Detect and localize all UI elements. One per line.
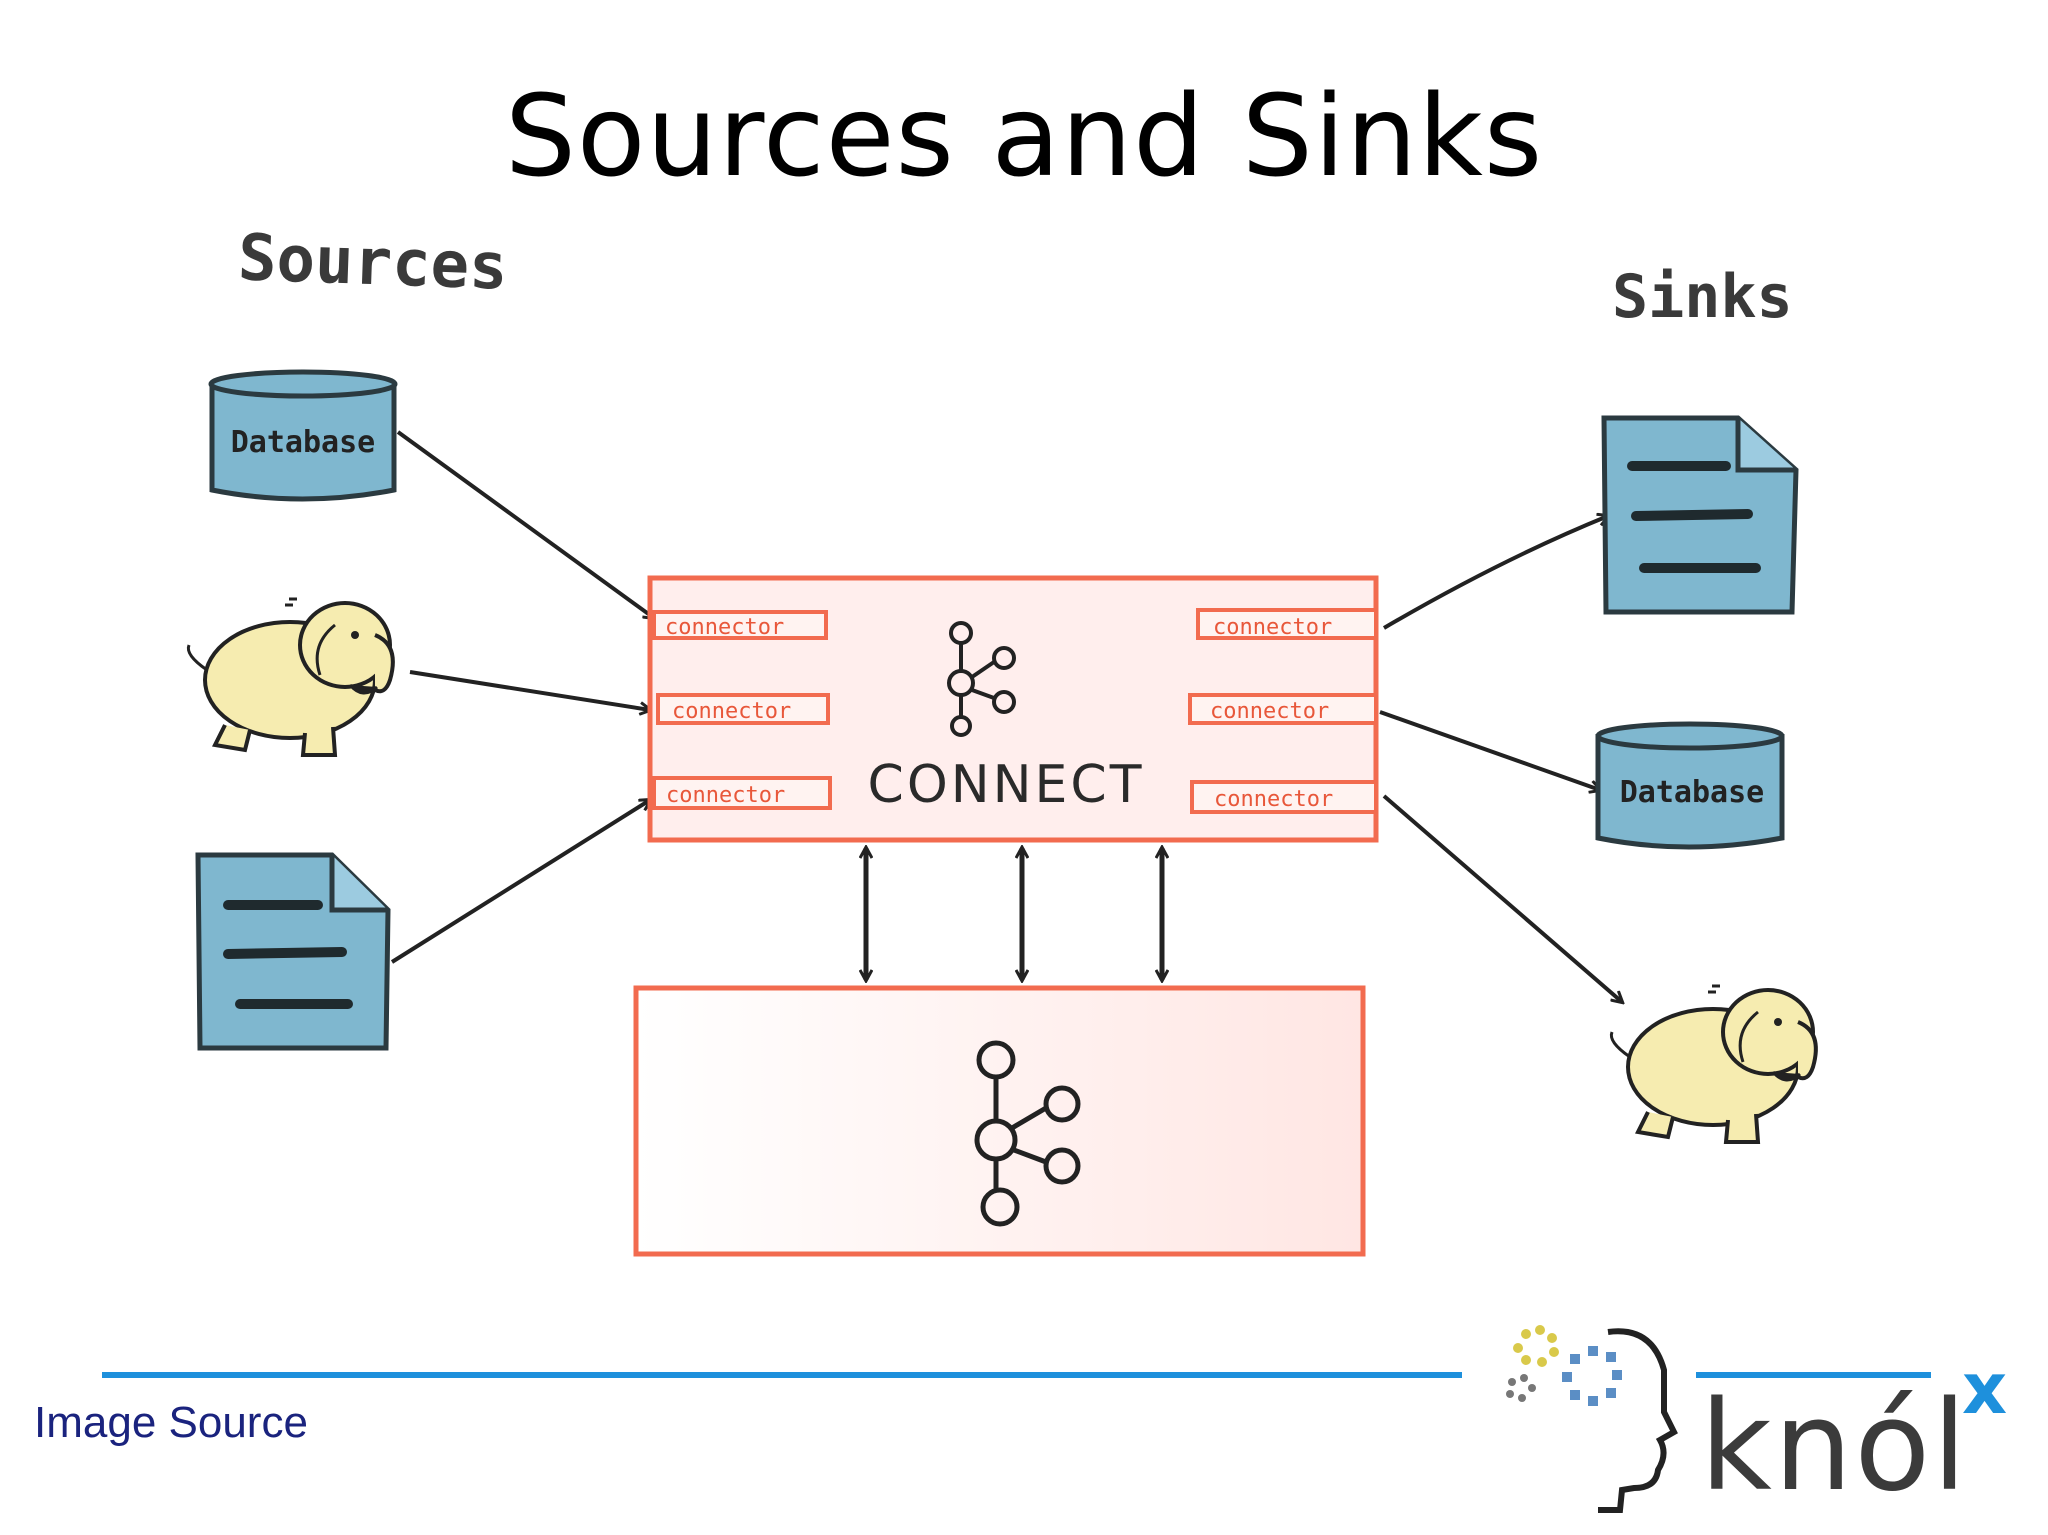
knolx-brand-x: x — [1962, 1348, 2008, 1430]
sink-connector-3 — [1190, 780, 1378, 814]
source-document — [195, 852, 391, 1051]
sinks-heading: Sinks — [1612, 262, 1793, 332]
source-connector-label: connector — [665, 615, 784, 640]
sink-database-label: Database — [1620, 775, 1765, 810]
sink-connector-1 — [1196, 608, 1378, 640]
connect-box: connector connector connector connector … — [647, 575, 1379, 843]
source-connector-3 — [652, 776, 832, 810]
sink-database: Database — [1595, 721, 1785, 850]
sink-connector-label: connector — [1213, 615, 1332, 640]
sink-connector-label: connector — [1214, 787, 1333, 812]
knolx-brand: knól — [1700, 1375, 1969, 1519]
source-connector-label: connector — [666, 783, 785, 808]
source-connector-2 — [656, 693, 830, 725]
hadoop-elephant-icon — [1609, 984, 1818, 1144]
footer-divider-right — [1696, 1372, 1931, 1378]
sink-document — [1601, 415, 1799, 615]
source-database: Database — [208, 369, 398, 502]
bidirectional-arrows — [866, 848, 1162, 980]
source-connector-1 — [652, 610, 828, 640]
kafka-icon — [974, 1040, 1081, 1227]
kafka-icon — [947, 621, 1016, 737]
kafka-cluster-box — [633, 985, 1366, 1257]
hadoop-elephant-icon — [186, 597, 395, 757]
source-connector-label: connector — [672, 699, 791, 724]
image-source-link[interactable]: Image Source — [34, 1398, 308, 1447]
knolx-logo-mark — [1506, 1325, 1678, 1513]
source-database-label: Database — [231, 425, 376, 460]
connect-label: CONNECT — [868, 755, 1145, 815]
source-arrows — [390, 430, 654, 964]
footer-divider-left — [102, 1372, 1462, 1378]
sink-connector-2 — [1188, 693, 1378, 725]
sink-arrows — [1379, 516, 1622, 1002]
sink-connector-label: connector — [1210, 699, 1329, 724]
slide-title: Sources and Sinks — [504, 72, 1544, 202]
